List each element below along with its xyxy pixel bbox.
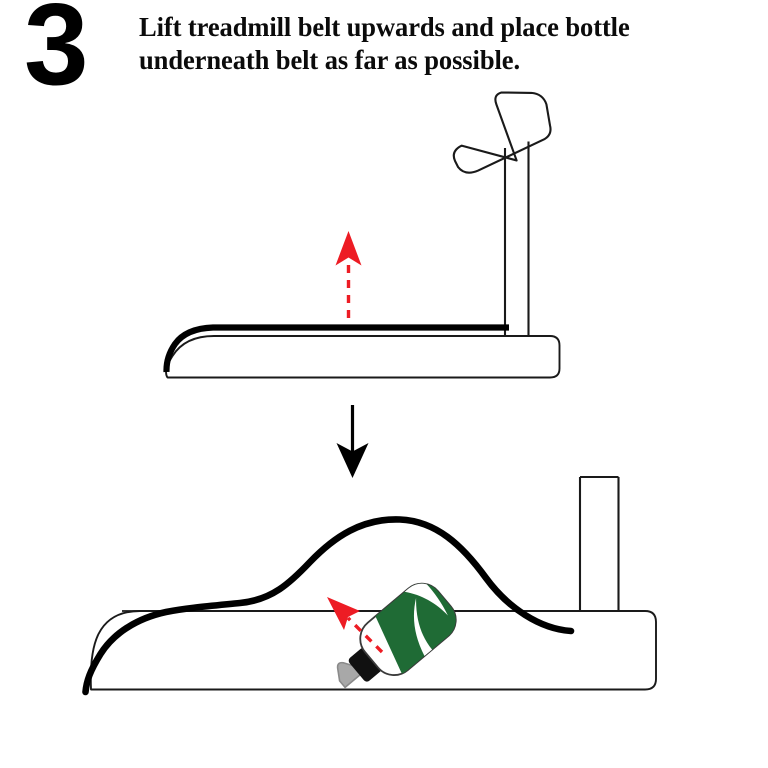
lift-arrow: [335, 231, 362, 318]
upright-post: [578, 475, 620, 613]
step-flow-arrow-head: [336, 443, 369, 478]
step-number: 3: [24, 0, 88, 109]
front-roller-curve: [82, 516, 575, 696]
bottle-tip: [336, 661, 363, 689]
insert-arrow-shaft: [346, 616, 384, 654]
bottle-body: [359, 582, 457, 676]
top-treadmill-figure: [163, 91, 561, 379]
running-belt: [163, 324, 509, 373]
step-flow-arrow: [336, 405, 369, 478]
header: 3 Lift treadmill belt upwards and place …: [0, 0, 768, 110]
lift-arrow-head: [335, 231, 362, 266]
insert-arrow-head: [327, 597, 360, 630]
front-roller-curve: [163, 324, 509, 373]
bottle-label: [375, 575, 465, 675]
running-belt-lifted: [82, 516, 575, 696]
lubricant-bottle: [336, 575, 465, 689]
bottom-treadmill-figure: [82, 475, 657, 696]
upright-post: [503, 141, 530, 338]
deck-base: [165, 335, 561, 379]
insert-arrow: [327, 597, 384, 654]
bottle-collar: [348, 647, 382, 682]
deck-base: [89, 610, 657, 691]
instruction-text: Lift treadmill belt upwards and place bo…: [139, 11, 630, 75]
